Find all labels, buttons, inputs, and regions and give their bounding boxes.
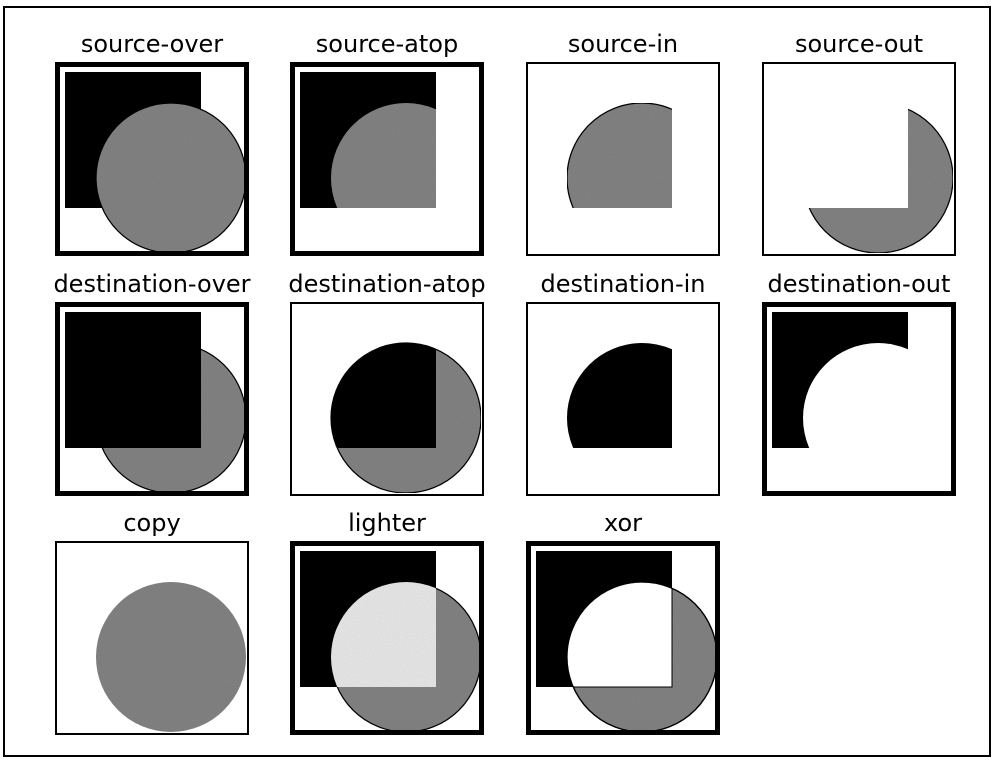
panel-border <box>55 62 249 256</box>
panel-label-source-in: source-in <box>568 30 678 58</box>
panel-border <box>290 62 484 256</box>
panel-content <box>96 582 246 732</box>
source-circle <box>566 581 718 733</box>
source-circle <box>96 582 246 732</box>
panel-label-source-atop: source-atop <box>316 30 458 58</box>
panel-content <box>65 312 247 494</box>
panel-border <box>290 302 484 496</box>
source-circle <box>331 103 436 208</box>
panel-label-destination-in: destination-in <box>540 270 705 298</box>
panel-border <box>762 302 956 496</box>
panel-content <box>300 72 436 208</box>
panel-content <box>566 102 672 208</box>
panel-destination-in <box>526 302 720 496</box>
panel-content <box>802 102 954 254</box>
panel-border <box>290 541 484 735</box>
panel-content <box>300 551 482 733</box>
panel-destination-over <box>55 302 249 496</box>
panel-destination-atop <box>290 302 484 496</box>
destination-square <box>65 312 201 448</box>
panel-copy <box>55 541 249 735</box>
source-circle <box>802 102 954 254</box>
panel-border <box>526 541 720 735</box>
panel-label-destination-out: destination-out <box>768 270 951 298</box>
destination-square <box>772 312 908 448</box>
panel-lighter <box>290 541 484 735</box>
panel-source-over <box>55 62 249 256</box>
panel-border <box>762 62 956 256</box>
panel-label-xor: xor <box>604 509 642 537</box>
panel-destination-out <box>762 302 956 496</box>
panel-border <box>526 302 720 496</box>
panel-content <box>772 312 908 448</box>
panel-label-destination-atop: destination-atop <box>288 270 485 298</box>
panel-label-lighter: lighter <box>348 509 426 537</box>
panel-border <box>55 541 249 735</box>
panel-border <box>55 302 249 496</box>
panel-source-in <box>526 62 720 256</box>
source-circle <box>95 102 247 254</box>
panel-source-atop <box>290 62 484 256</box>
panel-label-copy: copy <box>123 509 180 537</box>
panel-content <box>330 342 482 494</box>
panel-label-destination-over: destination-over <box>53 270 250 298</box>
square-outline <box>567 582 673 688</box>
panel-label-source-out: source-out <box>795 30 923 58</box>
panel-source-out <box>762 62 956 256</box>
panel-content <box>536 551 718 733</box>
panel-xor <box>526 541 720 735</box>
panel-border <box>526 62 720 256</box>
panel-label-source-over: source-over <box>81 30 223 58</box>
source-circle <box>566 102 672 208</box>
